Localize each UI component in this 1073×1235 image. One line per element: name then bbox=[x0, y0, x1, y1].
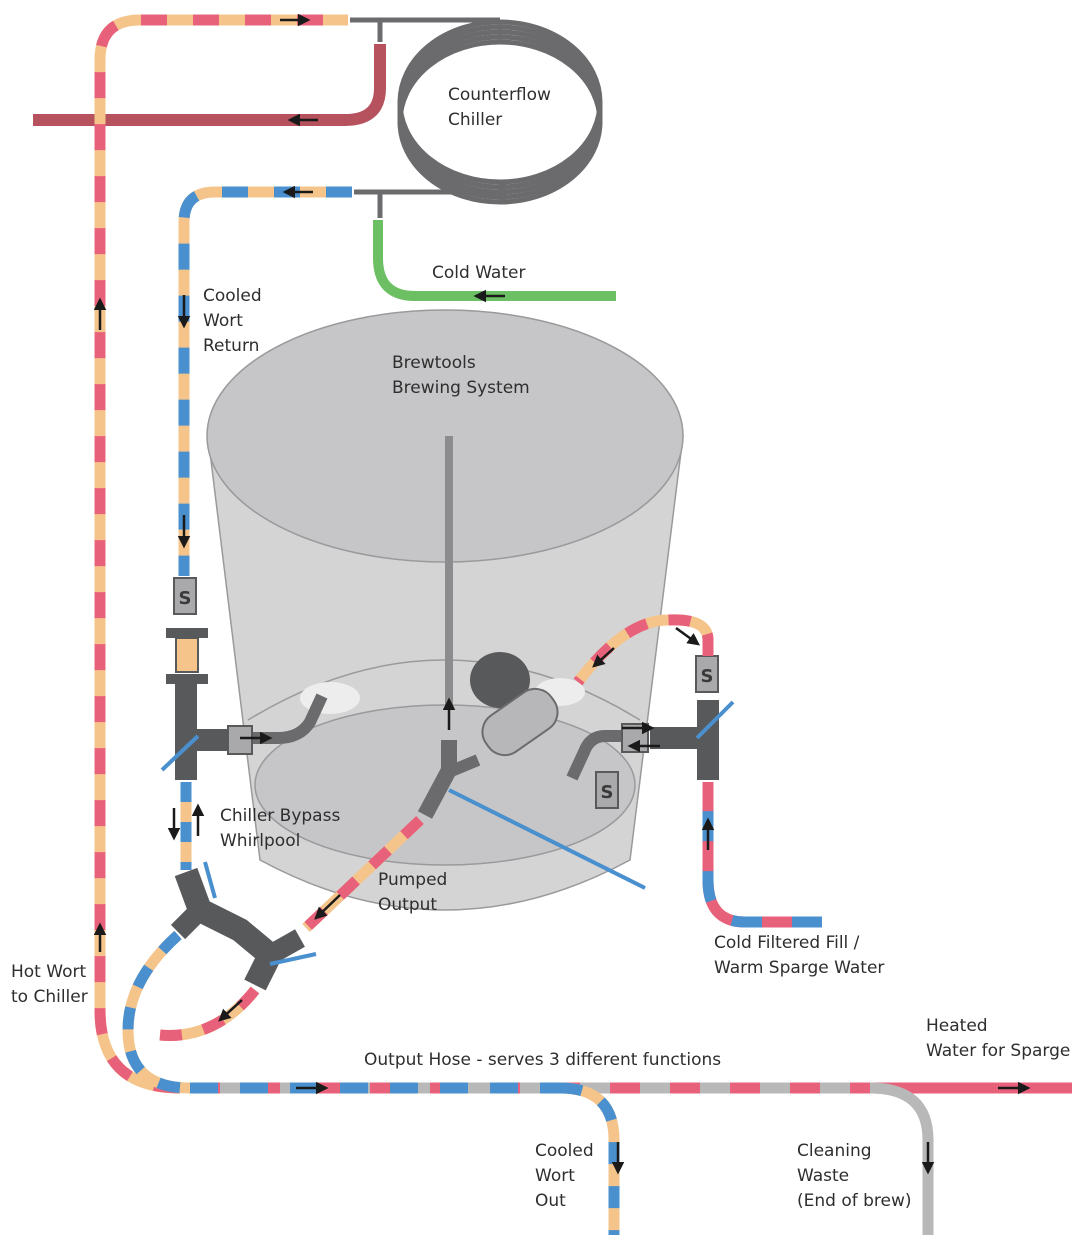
hot-wort-line bbox=[94, 14, 348, 1094]
hot-wort-label: Hot Wort to Chiller bbox=[11, 962, 88, 1007]
cooled-wort-out-line bbox=[559, 1082, 620, 1235]
cold-fill-line bbox=[702, 782, 822, 928]
flow-arrows bbox=[93, 13, 1031, 1175]
valve-label-right-top: S bbox=[701, 666, 714, 687]
right-valve-assembly bbox=[595, 655, 735, 809]
cleaning-waste-line bbox=[869, 1082, 934, 1235]
cooled-wort-return-label: Cooled Wort Return bbox=[203, 286, 262, 356]
lower-y-fittings bbox=[170, 861, 317, 991]
cooled-wort-out-label: Cooled Wort Out bbox=[535, 1141, 594, 1211]
brewtools-system-label: Brewtools Brewing System bbox=[392, 353, 530, 398]
sparge-inlet-loop bbox=[573, 614, 714, 686]
chiller-bypass-label: Chiller Bypass Whirlpool bbox=[220, 806, 341, 851]
counterflow-chiller-label: Counterflow Chiller bbox=[448, 85, 551, 130]
left-valve-assembly bbox=[160, 577, 253, 780]
arrow-icon bbox=[675, 626, 701, 646]
cleaning-waste-label: Cleaning Waste (End of brew) bbox=[797, 1141, 912, 1211]
cold-filtered-fill-label: Cold Filtered Fill / Warm Sparge Water bbox=[714, 933, 885, 978]
brewing-tank bbox=[206, 309, 684, 911]
return-loop bbox=[122, 930, 260, 1094]
cold-water-label: Cold Water bbox=[432, 263, 526, 283]
arrow-icon bbox=[218, 999, 243, 1022]
valve-label-left: S bbox=[179, 588, 192, 609]
counterflow-chiller-coil bbox=[350, 17, 603, 218]
arrow-icon bbox=[592, 647, 615, 668]
heated-water-label: Heated Water for Sparge bbox=[926, 1016, 1071, 1061]
output-hose-label: Output Hose - serves 3 different functio… bbox=[364, 1050, 722, 1070]
arrow-icon bbox=[314, 894, 341, 920]
valve-label-right-bottom: S bbox=[601, 782, 614, 803]
chiller-hot-water-out bbox=[33, 44, 386, 126]
pumped-output-label: Pumped Output bbox=[378, 870, 448, 915]
cooled-wort-return-line bbox=[178, 186, 352, 576]
cold-water-pipe bbox=[373, 220, 616, 301]
